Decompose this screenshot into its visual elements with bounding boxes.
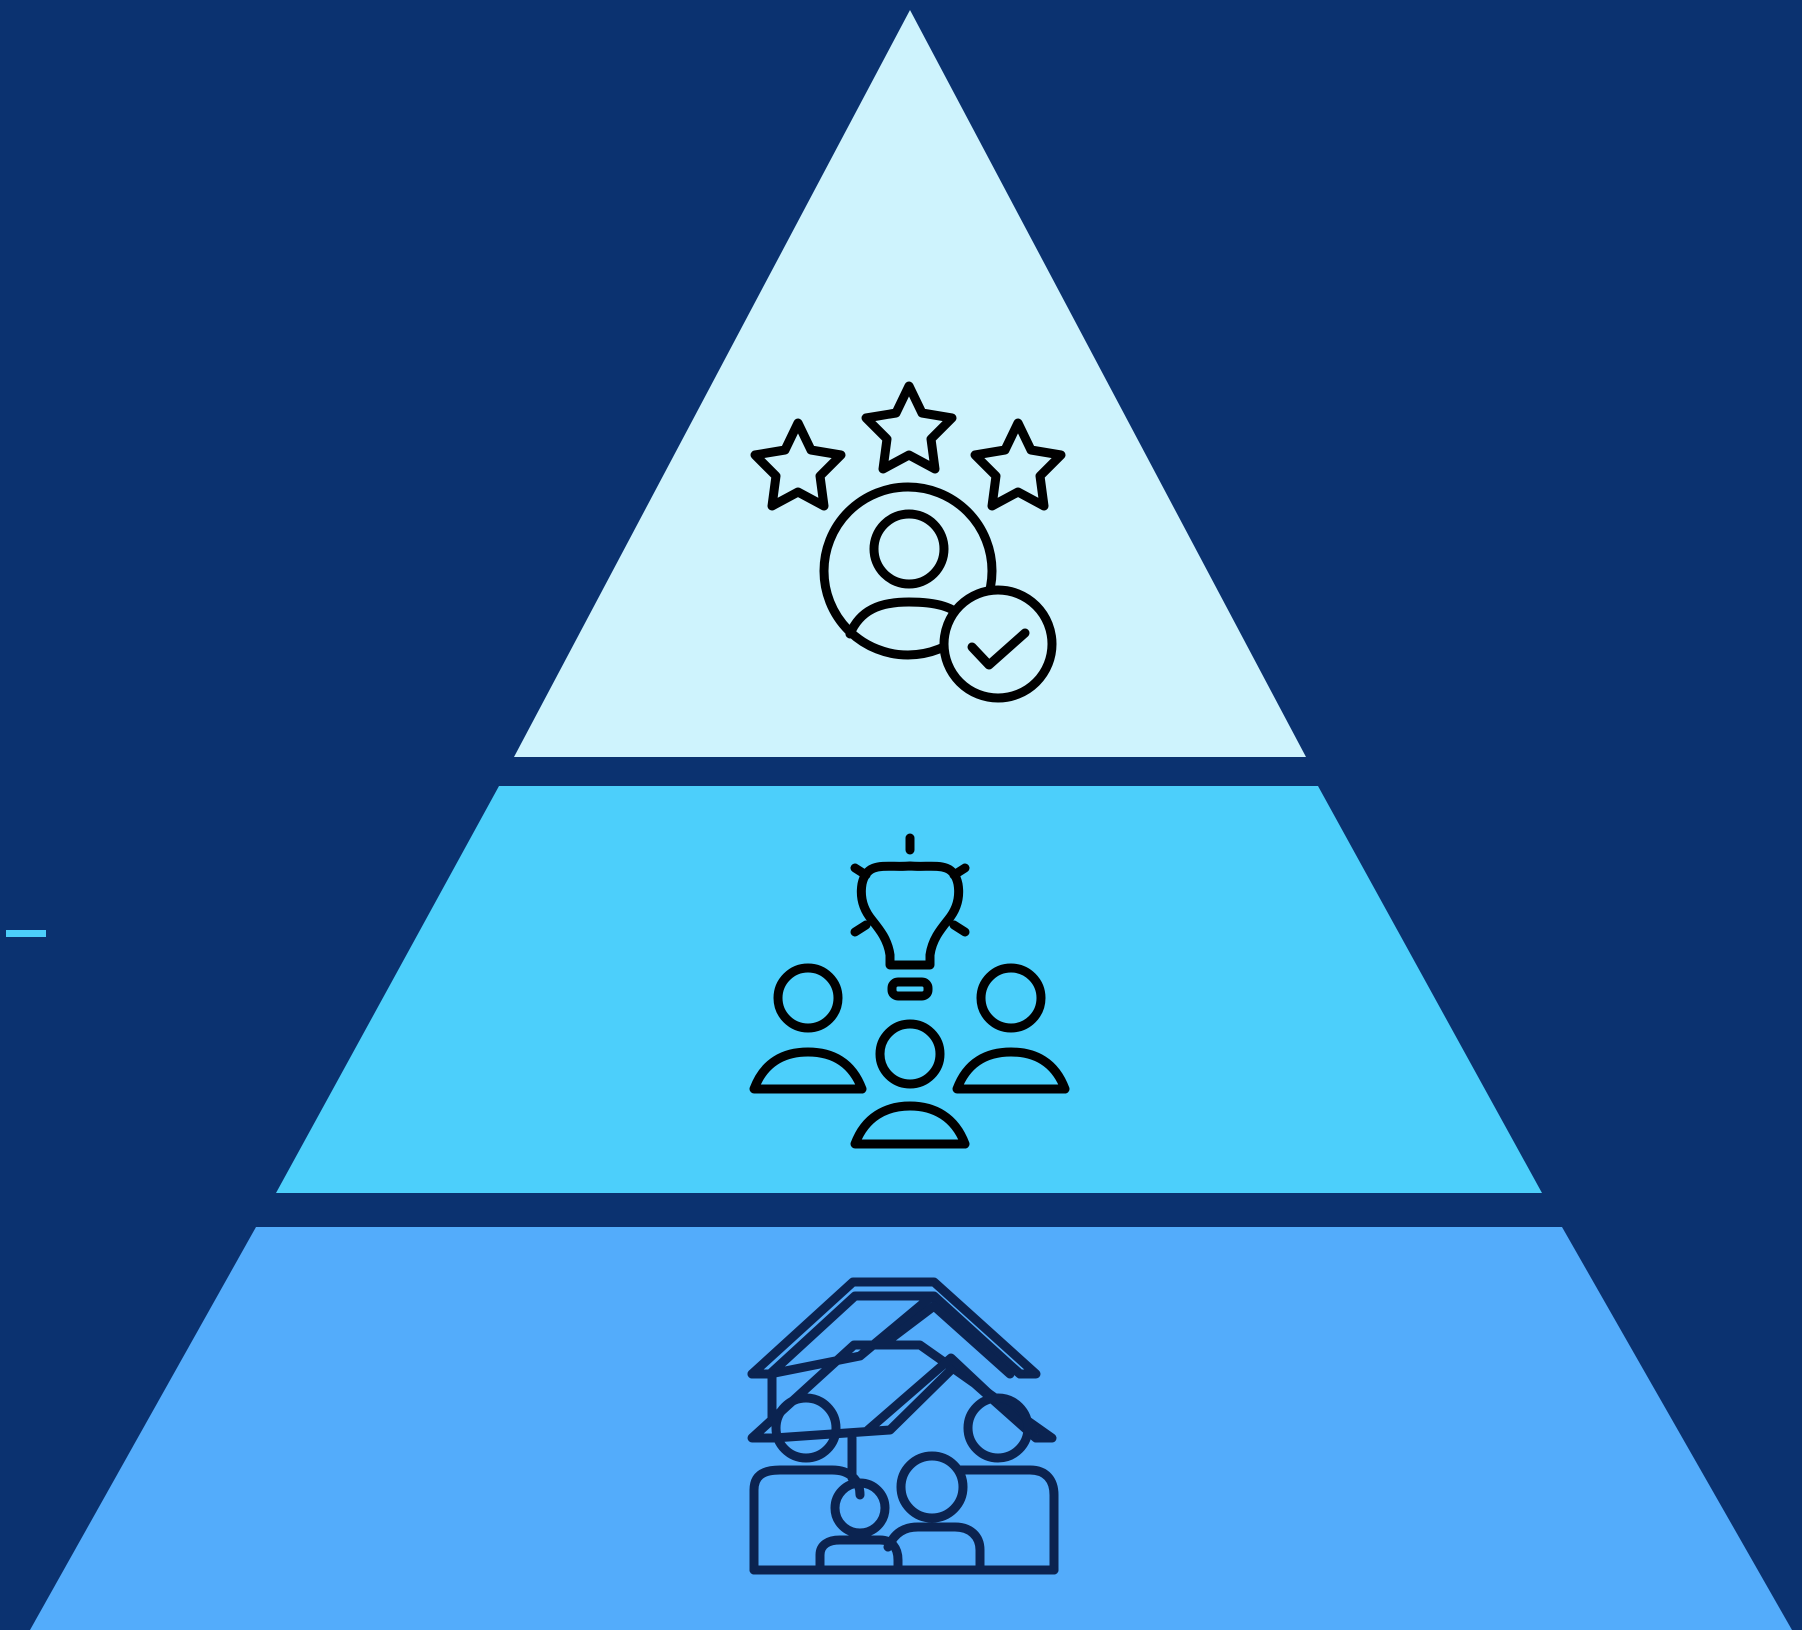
team-with-lightbulb-idea-icon	[749, 833, 1070, 1149]
rated-person-with-stars-and-check-icon	[750, 381, 1066, 703]
left-edge-dash	[6, 930, 46, 937]
family-under-house-roofs-icon	[747, 1277, 1059, 1575]
pyramid-tier-bottom	[30, 1227, 1792, 1630]
pyramid-tier-middle	[276, 786, 1542, 1193]
